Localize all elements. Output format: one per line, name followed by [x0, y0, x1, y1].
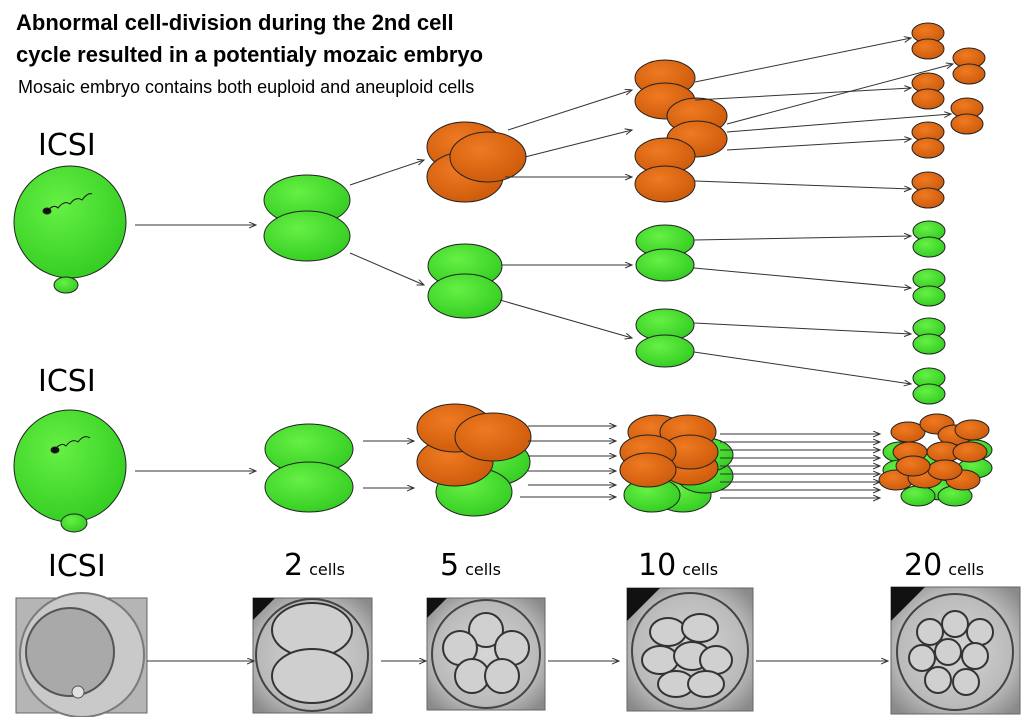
photo-5-cells [426, 597, 546, 711]
photo-10-cells [626, 587, 754, 712]
two-cell-top [263, 174, 351, 262]
figure-title-line-2: cycle resulted in a potentialy mozaic em… [16, 42, 484, 67]
aneuploid-cluster-top [426, 121, 527, 203]
two-cell-middle [264, 423, 354, 513]
arrows-top-row [135, 38, 953, 384]
stage-label-20-cells: 20 cells [904, 548, 984, 583]
figure-subtitle: Mosaic embryo contains both euploid and … [18, 77, 475, 97]
stage-label-10-cells: 10 cells [638, 548, 718, 583]
stage-label-2-cells: 2 cells [284, 548, 345, 583]
mosaic-10cell-middle [619, 414, 734, 513]
stage-number: 20 [904, 548, 943, 583]
mosaic-5cell-middle [416, 403, 532, 517]
photo-20-cells [890, 586, 1021, 715]
sperm-icon [55, 436, 91, 449]
stage-unit: cells [948, 560, 985, 579]
sperm-icon [47, 193, 93, 211]
stage-number: 10 [638, 548, 677, 583]
icsi-label-top: ICSI [38, 128, 96, 163]
aneuploid-10cell-top [634, 59, 728, 203]
stage-number: 5 [440, 548, 460, 583]
aneuploid-20cell-top [911, 22, 986, 209]
figure-title-line-1: Abnormal cell-division during the 2nd ce… [16, 10, 454, 35]
stage-unit: cells [682, 560, 719, 579]
euploid-pair-top [427, 243, 503, 319]
mosaic-20cell-middle [878, 413, 993, 507]
photo-icsi [15, 592, 148, 717]
icsi-label-middle: ICSI [38, 364, 96, 399]
stage-number: 2 [284, 548, 304, 583]
zygote-top [13, 165, 127, 294]
arrows-middle-row [135, 426, 880, 498]
stage-unit: cells [465, 560, 501, 579]
stage-unit: cells [309, 560, 345, 579]
euploid-20cell-top [912, 220, 946, 405]
stage-label-5-cells: 5 cells [440, 548, 501, 583]
photo-2-cells [252, 597, 373, 714]
euploid-10cell-top [635, 224, 695, 368]
icsi-label-bottom: ICSI [48, 549, 106, 584]
zygote-middle [13, 409, 127, 533]
